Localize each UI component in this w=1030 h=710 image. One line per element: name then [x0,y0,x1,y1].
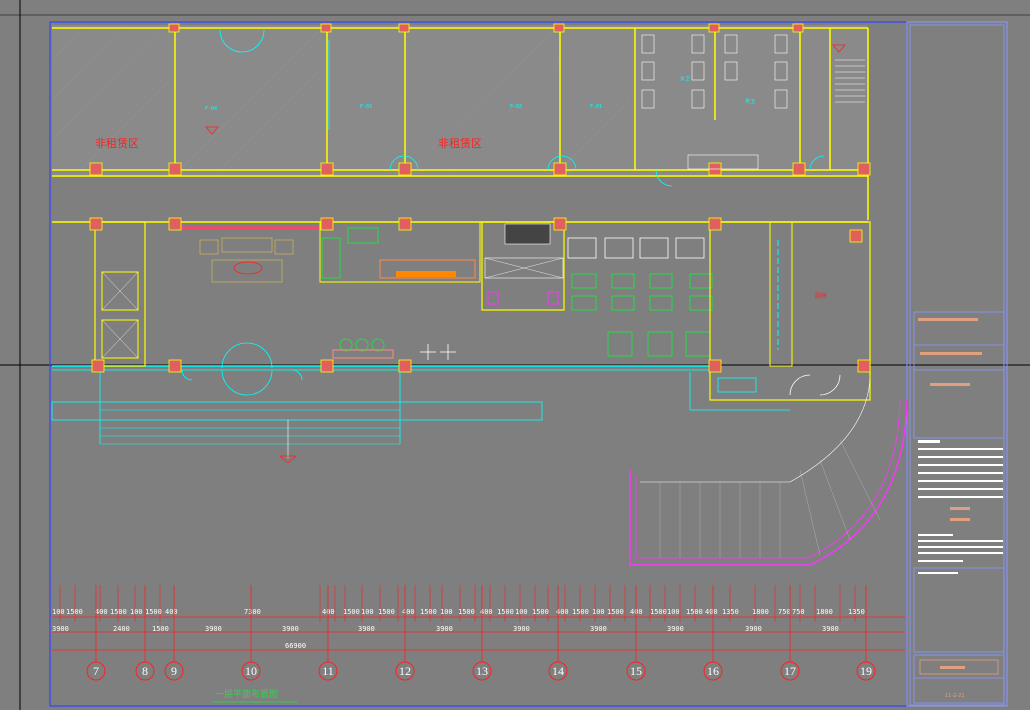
dimension-value: 3900 [52,625,69,633]
dimension-value: 3900 [358,625,375,633]
overall-dimension: 66900 [285,642,306,650]
kitchen-label: 厨房 [815,292,827,300]
main-hall: 厨房 [52,217,871,401]
dimension-value: 1350 [722,608,739,616]
axis-label: 11 [322,664,334,678]
dimension-lines [52,616,905,651]
dimension-value: 1500 [110,608,127,616]
dimension-value: 3900 [590,625,607,633]
svg-text:F-01: F-01 [590,104,602,110]
axis-bubble-16: 16 [703,585,723,681]
dimension-value: 3900 [513,625,530,633]
dimension-value: 3900 [822,625,839,633]
axis-label: 7 [93,664,99,678]
axis-bubble-14: 14 [548,585,568,681]
dimension-value: 1500 [607,608,624,616]
dimension-value: 1500 [152,625,169,633]
dimension-value: 100 [361,608,374,616]
dimension-value: 1500 [66,608,83,616]
dimension-value: 3900 [436,625,453,633]
axis-bubble-19: 19 [856,585,876,681]
dimension-value: 1500 [343,608,360,616]
axis-bubble-8: 8 [135,585,155,681]
dimension-value: 1800 [816,608,833,616]
axis-label: 10 [245,664,257,678]
axis-label: 12 [399,664,411,678]
axis-label: 9 [171,664,177,678]
svg-text:F-04: F-04 [205,106,217,112]
exterior [51,372,908,566]
dimension-value: 750 [778,608,791,616]
dimension-value: 100 [515,608,528,616]
svg-text:F-03: F-03 [360,104,372,110]
dimension-value: 100 [592,608,605,616]
dimension-value: 7300 [244,608,261,616]
dimension-value: 100 [52,608,65,616]
dimension-value: 3900 [745,625,762,633]
dimension-value: 100 [440,608,453,616]
dimension-value: 400 [705,608,718,616]
dimension-value: 3900 [205,625,222,633]
dimension-value: 1500 [572,608,589,616]
axis-bubble-17: 17 [780,585,800,681]
title-block [913,311,1005,704]
title-block-id: 11-2-21 [945,693,965,699]
dimension-value: 3900 [667,625,684,633]
axis-label: 13 [476,664,488,678]
axis-bubble-12: 12 [395,585,415,681]
axis-bubble-7: 7 [86,585,106,681]
dimension-ticks [59,585,856,622]
dimension-text-top-row: 1001500400150010015004007300400150010015… [52,608,865,616]
dimension-value: 3900 [282,625,299,633]
svg-text:男卫: 男卫 [745,99,755,105]
dimension-value: 1500 [650,608,667,616]
dimension-text-bottom-row: 3900 2400 1500 3900 3900 3900 3900 3900 3900 3900… [52,625,839,633]
dimension-value: 2400 [113,625,130,633]
axis-bubble-15: 15 [626,585,646,681]
axis-label: 17 [784,664,796,678]
axis-bubbles: 7 8 9 10 11 12 13 14 15 16 17 19 [86,585,876,681]
dimension-value: 1500 [420,608,437,616]
axis-label: 19 [860,664,872,678]
dimension-value: 1800 [752,608,769,616]
dimension-value: 100 [130,608,143,616]
dimension-value: 100 [667,608,680,616]
axis-bubble-10: 10 [241,585,261,681]
axis-label: 8 [142,664,148,678]
axis-bubble-9: 9 [164,585,184,681]
dimension-value: 400 [165,608,178,616]
dimension-value: 1500 [378,608,395,616]
svg-text:女卫: 女卫 [680,75,690,82]
svg-text:F-02: F-02 [510,104,522,110]
dimension-value: 400 [402,608,415,616]
dimension-value: 1500 [686,608,703,616]
dimension-value: 1500 [497,608,514,616]
dimension-value: 1500 [458,608,475,616]
dimension-value: 1500 [532,608,549,616]
dimension-value: 1350 [848,608,865,616]
dimension-value: 400 [95,608,108,616]
dimension-value: 400 [556,608,569,616]
axis-bubble-11: 11 [318,585,338,681]
axis-bubble-13: 13 [472,585,492,681]
drawing-title: 一层平面布置图 [215,688,278,700]
dimension-value: 750 [792,608,805,616]
axis-label: 14 [552,664,564,678]
zone-label-right: 非租赁区 [438,136,482,150]
dimension-value: 1500 [145,608,162,616]
zone-label-left: 非租赁区 [95,136,139,150]
axis-label: 15 [630,664,642,678]
axis-label: 16 [707,664,719,678]
dimension-value: 400 [480,608,493,616]
